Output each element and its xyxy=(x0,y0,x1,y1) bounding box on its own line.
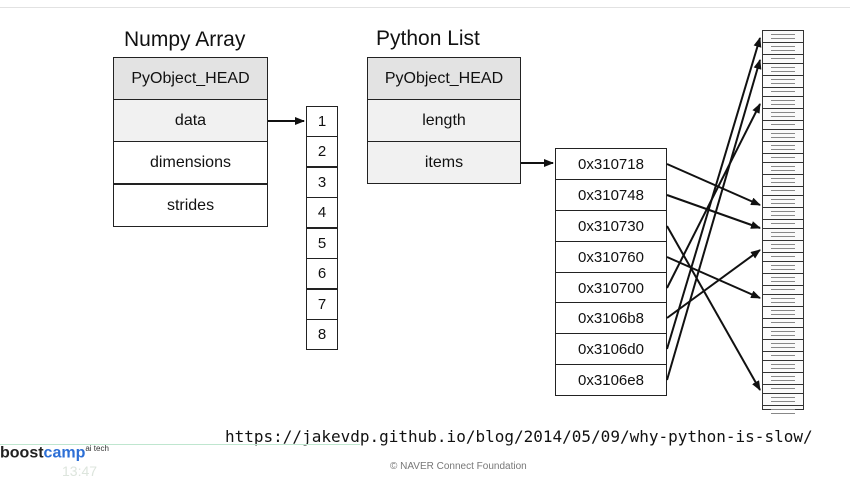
brand-underline xyxy=(0,444,360,445)
numpy-array-title: Numpy Array xyxy=(124,28,246,51)
numpy-data-cell: 7 xyxy=(306,289,338,320)
pointer-cell: 0x310748 xyxy=(555,179,667,211)
pointer-arrow xyxy=(666,37,762,350)
python-object-box xyxy=(762,306,804,319)
python-object-box xyxy=(762,30,804,43)
numpy-data-cell: 4 xyxy=(306,197,338,228)
timestamp: 13:47 xyxy=(62,463,98,479)
pointer-arrow xyxy=(666,256,761,299)
pylist-field-items: items xyxy=(367,141,521,184)
pointer-cell: 0x3106d0 xyxy=(555,333,667,365)
pointer-cell: 0x310730 xyxy=(555,210,667,242)
numpy-data-cell: 1 xyxy=(306,106,338,137)
pointer-cell: 0x3106b8 xyxy=(555,302,667,334)
numpy-data-cell: 2 xyxy=(306,136,338,167)
pylist-field-pyobject-head: PyObject_HEAD xyxy=(367,57,521,100)
pointer-cell: 0x3106e8 xyxy=(555,364,667,396)
numpy-field-data: data xyxy=(113,99,268,142)
pointer-arrow xyxy=(666,194,761,229)
python-object-box xyxy=(762,96,804,109)
python-object-box xyxy=(762,63,804,76)
numpy-field-pyobject-head: PyObject_HEAD xyxy=(113,57,268,100)
python-object-box xyxy=(762,405,804,414)
numpy-data-cell: 5 xyxy=(306,228,338,259)
python-list-title: Python List xyxy=(376,27,480,50)
numpy-field-strides: strides xyxy=(113,184,268,227)
numpy-data-cell: 8 xyxy=(306,319,338,350)
pylist-field-length: length xyxy=(367,99,521,142)
numpy-data-cell: 6 xyxy=(306,258,338,289)
pointer-cell: 0x310760 xyxy=(555,241,667,273)
python-object-box xyxy=(762,360,804,373)
pointer-arrow xyxy=(666,59,762,381)
python-object-box xyxy=(762,339,804,352)
brand-logo: boostcampai tech xyxy=(0,444,109,462)
top-divider xyxy=(0,7,850,8)
pointer-arrow xyxy=(666,249,761,319)
pointer-arrow xyxy=(666,163,761,206)
numpy-field-dimensions: dimensions xyxy=(113,141,268,184)
pointer-arrow xyxy=(666,225,761,391)
pointer-cell: 0x310718 xyxy=(555,148,667,180)
footer-copyright: © NAVER Connect Foundation xyxy=(390,461,527,472)
source-url[interactable]: https://jakevdp.github.io/blog/2014/05/0… xyxy=(225,427,813,446)
python-object-box xyxy=(762,174,804,187)
